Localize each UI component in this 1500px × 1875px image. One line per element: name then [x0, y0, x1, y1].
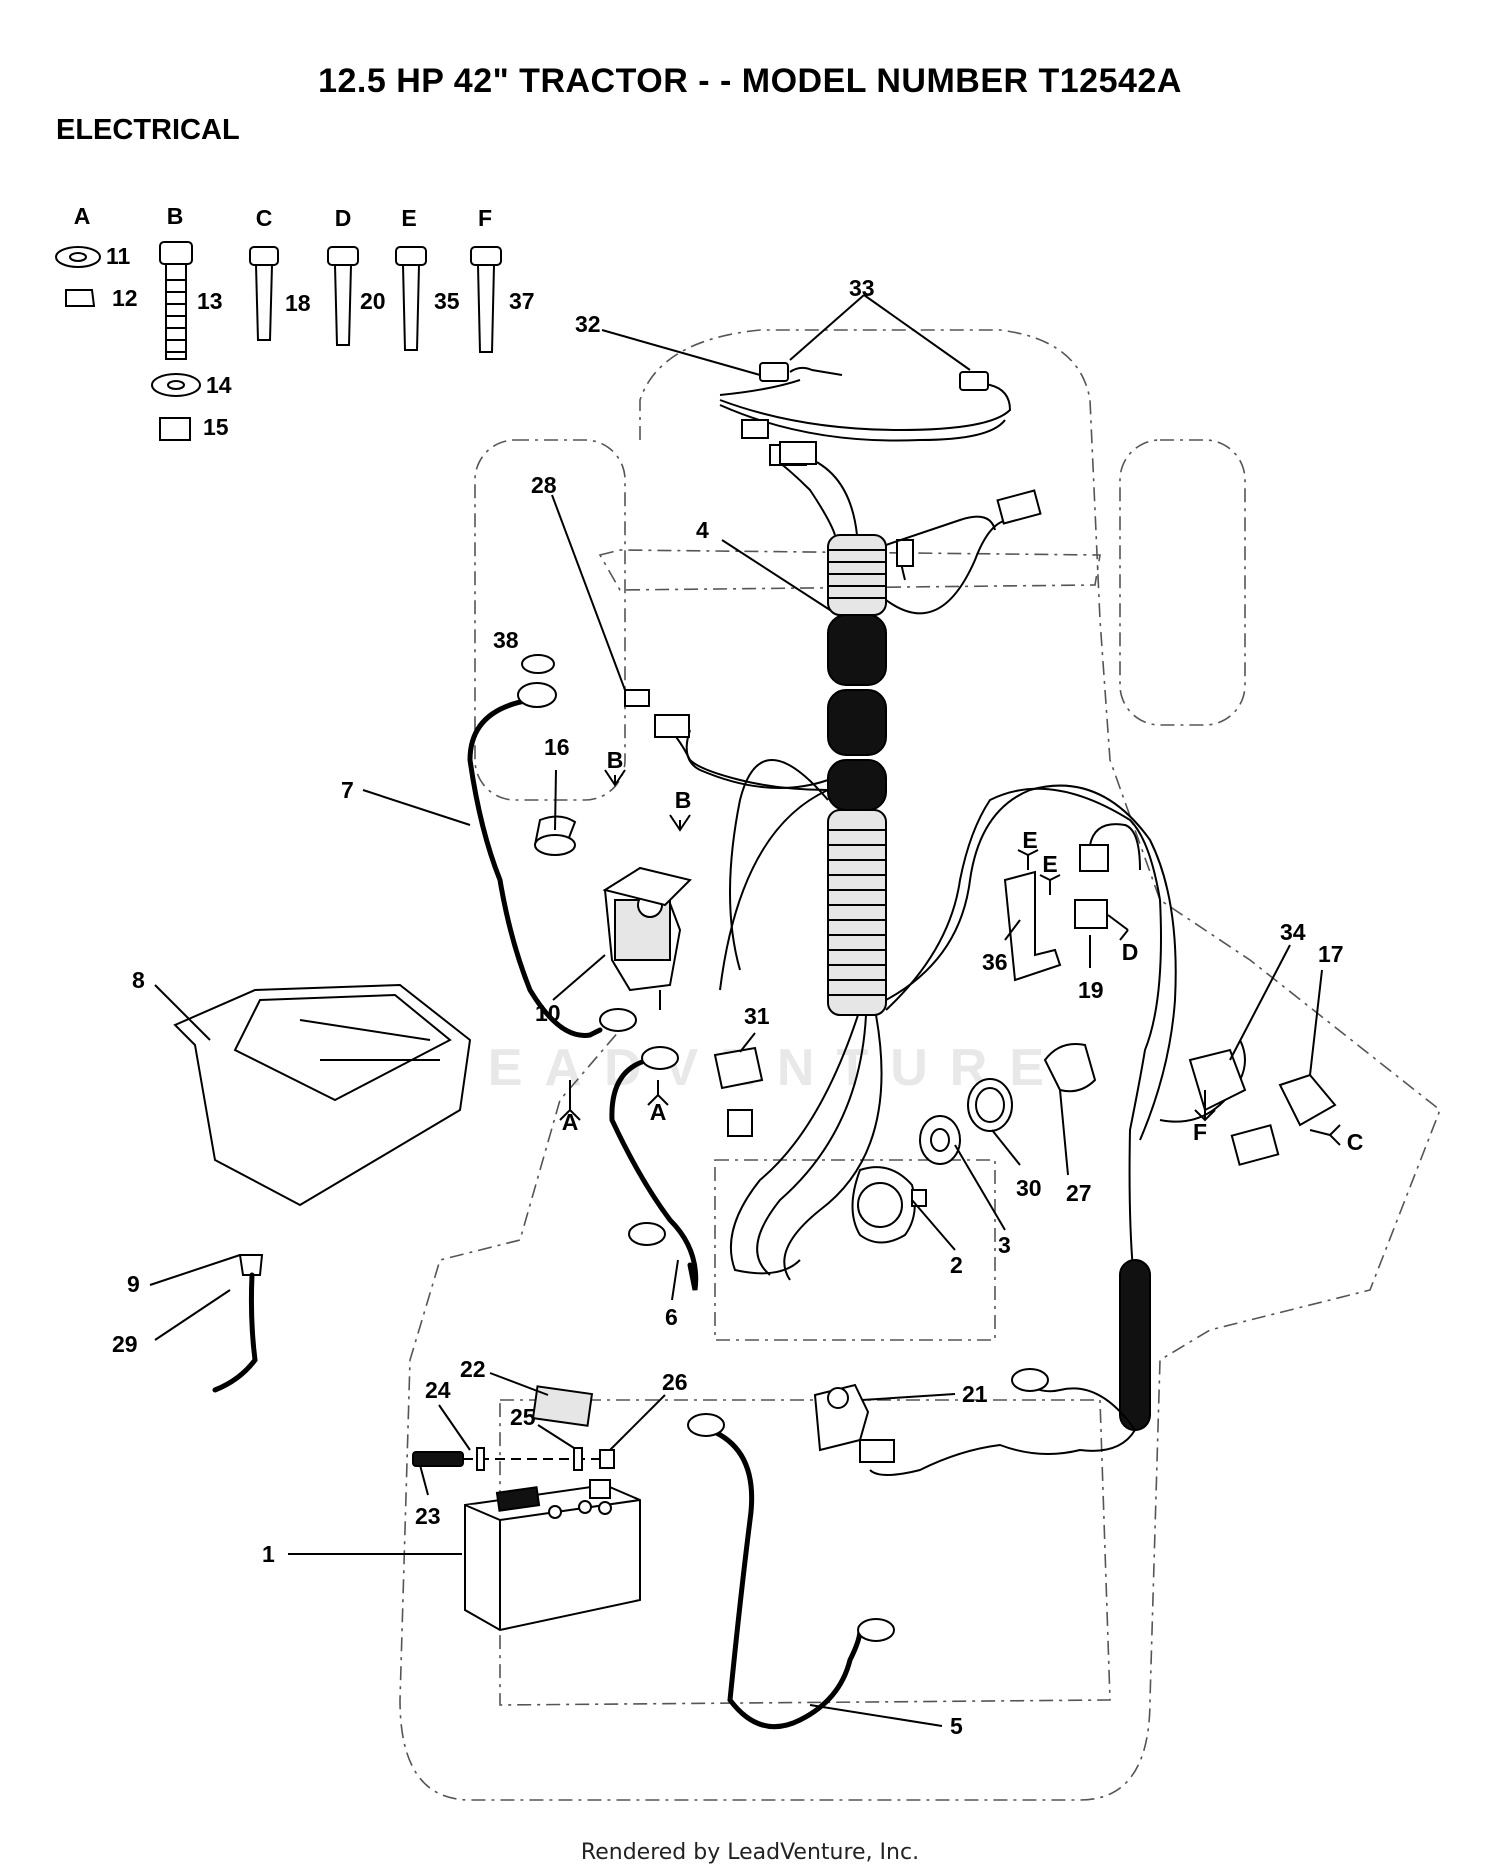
callout-38: 38	[493, 627, 519, 653]
callout-22: 22	[460, 1356, 486, 1382]
callout-30: 30	[1016, 1175, 1042, 1201]
callout-33: 33	[849, 275, 875, 301]
battery-bolt-hardware	[412, 1447, 615, 1471]
callout-31: 31	[744, 1003, 770, 1029]
seat-switch	[813, 1383, 895, 1463]
nut-icon	[159, 417, 191, 441]
callout-32: 32	[575, 311, 601, 337]
callout-1: 1	[262, 1541, 275, 1567]
callout-12: 12	[112, 285, 138, 311]
callout-2: 2	[950, 1252, 963, 1278]
hardware-key: A B C D E F	[55, 203, 502, 441]
vent-tube	[212, 1254, 264, 1393]
callout-10: 10	[535, 1000, 561, 1026]
callout-34: 34	[1280, 919, 1306, 945]
hardware-ref-b: B	[675, 787, 692, 813]
hardware-reference-markers: B B A A E E D F C	[559, 747, 1364, 1155]
callout-36: 36	[982, 949, 1008, 975]
callout-4: 4	[696, 517, 709, 543]
hardware-ref-e: E	[1022, 827, 1037, 853]
hardware-ref-c: C	[1347, 1129, 1364, 1155]
light-switch	[713, 1046, 764, 1137]
battery-cable-negative	[687, 1413, 895, 1730]
callout-24: 24	[425, 1377, 451, 1403]
battery	[464, 1479, 641, 1632]
ignition-nut	[919, 1115, 961, 1165]
callout-17: 17	[1318, 941, 1344, 967]
bolt-icon	[159, 241, 193, 360]
hardware-ref-a: A	[650, 1099, 667, 1125]
hardware-letter-a: A	[74, 203, 91, 229]
callout-16: 16	[544, 734, 570, 760]
bracket-switch-assembly	[1003, 823, 1141, 982]
footer-credit: Rendered by LeadVenture, Inc.	[580, 1840, 920, 1865]
callout-7: 7	[341, 777, 354, 803]
coiled-harness	[869, 1259, 1151, 1476]
callout-13: 13	[197, 288, 223, 314]
screw-icon	[249, 246, 279, 341]
screw-icon	[470, 246, 502, 353]
hardware-letter-d: D	[335, 205, 352, 231]
section-heading: ELECTRICAL	[56, 114, 240, 146]
hardware-letter-e: E	[401, 205, 416, 231]
callout-5: 5	[950, 1713, 963, 1739]
page-title: 12.5 HP 42" TRACTOR - - MODEL NUMBER T12…	[318, 62, 1182, 100]
connector-icon	[654, 714, 690, 738]
hardware-ref-f: F	[1193, 1119, 1207, 1145]
hardware-ref-d: D	[1122, 939, 1139, 965]
connector-icon	[996, 489, 1042, 525]
callout-37: 37	[509, 288, 535, 314]
callout-21: 21	[962, 1381, 988, 1407]
callout-23: 23	[415, 1503, 441, 1529]
ignition-switch	[851, 1166, 927, 1244]
callout-28: 28	[531, 472, 557, 498]
battery-box	[173, 983, 472, 1207]
connector-icon	[759, 362, 789, 382]
callout-leaders	[149, 294, 1323, 1727]
callout-3: 3	[998, 1232, 1011, 1258]
callout-19: 19	[1078, 977, 1104, 1003]
tractor-outline	[399, 329, 1441, 1801]
callout-27: 27	[1066, 1180, 1092, 1206]
hardware-letter-c: C	[256, 205, 273, 231]
ground-cable	[609, 1046, 699, 1291]
screw-icon	[395, 246, 427, 351]
washer-icon	[521, 654, 555, 674]
callout-14: 14	[206, 372, 232, 398]
headlight-harness	[719, 362, 1012, 465]
callout-11: 11	[106, 243, 131, 269]
hardware-letter-f: F	[478, 205, 492, 231]
callout-6: 6	[665, 1304, 678, 1330]
fuse-icon	[624, 689, 650, 707]
battery-pad-icon	[531, 1385, 594, 1427]
relay-icon	[1043, 1043, 1097, 1093]
ignition-bezel	[967, 1078, 1013, 1132]
starter-solenoid	[602, 866, 692, 1010]
pto-switch-assembly	[1188, 1048, 1337, 1166]
callout-25: 25	[510, 1404, 536, 1430]
callout-29: 29	[112, 1331, 138, 1357]
callout-9: 9	[127, 1271, 140, 1297]
hardware-ref-b: B	[607, 747, 624, 773]
callout-15: 15	[203, 414, 229, 440]
connector-icon	[779, 441, 817, 465]
battery-cable-positive	[467, 682, 637, 1038]
connector-icon	[959, 371, 989, 391]
callout-35: 35	[434, 288, 460, 314]
nut-icon	[65, 289, 96, 307]
callout-20: 20	[360, 288, 386, 314]
callout-8: 8	[132, 967, 145, 993]
screw-icon	[327, 246, 359, 346]
callout-18: 18	[285, 290, 311, 316]
callouts: 11 12 13 14 15 18 20 35 37 33 32 28 4 38…	[106, 243, 1344, 1739]
hardware-ref-a: A	[562, 1109, 579, 1135]
hardware-letter-b: B	[167, 203, 184, 229]
hardware-ref-e: E	[1042, 851, 1057, 877]
connector-icon	[741, 419, 769, 439]
terminal-boot	[533, 815, 577, 856]
callout-26: 26	[662, 1369, 688, 1395]
